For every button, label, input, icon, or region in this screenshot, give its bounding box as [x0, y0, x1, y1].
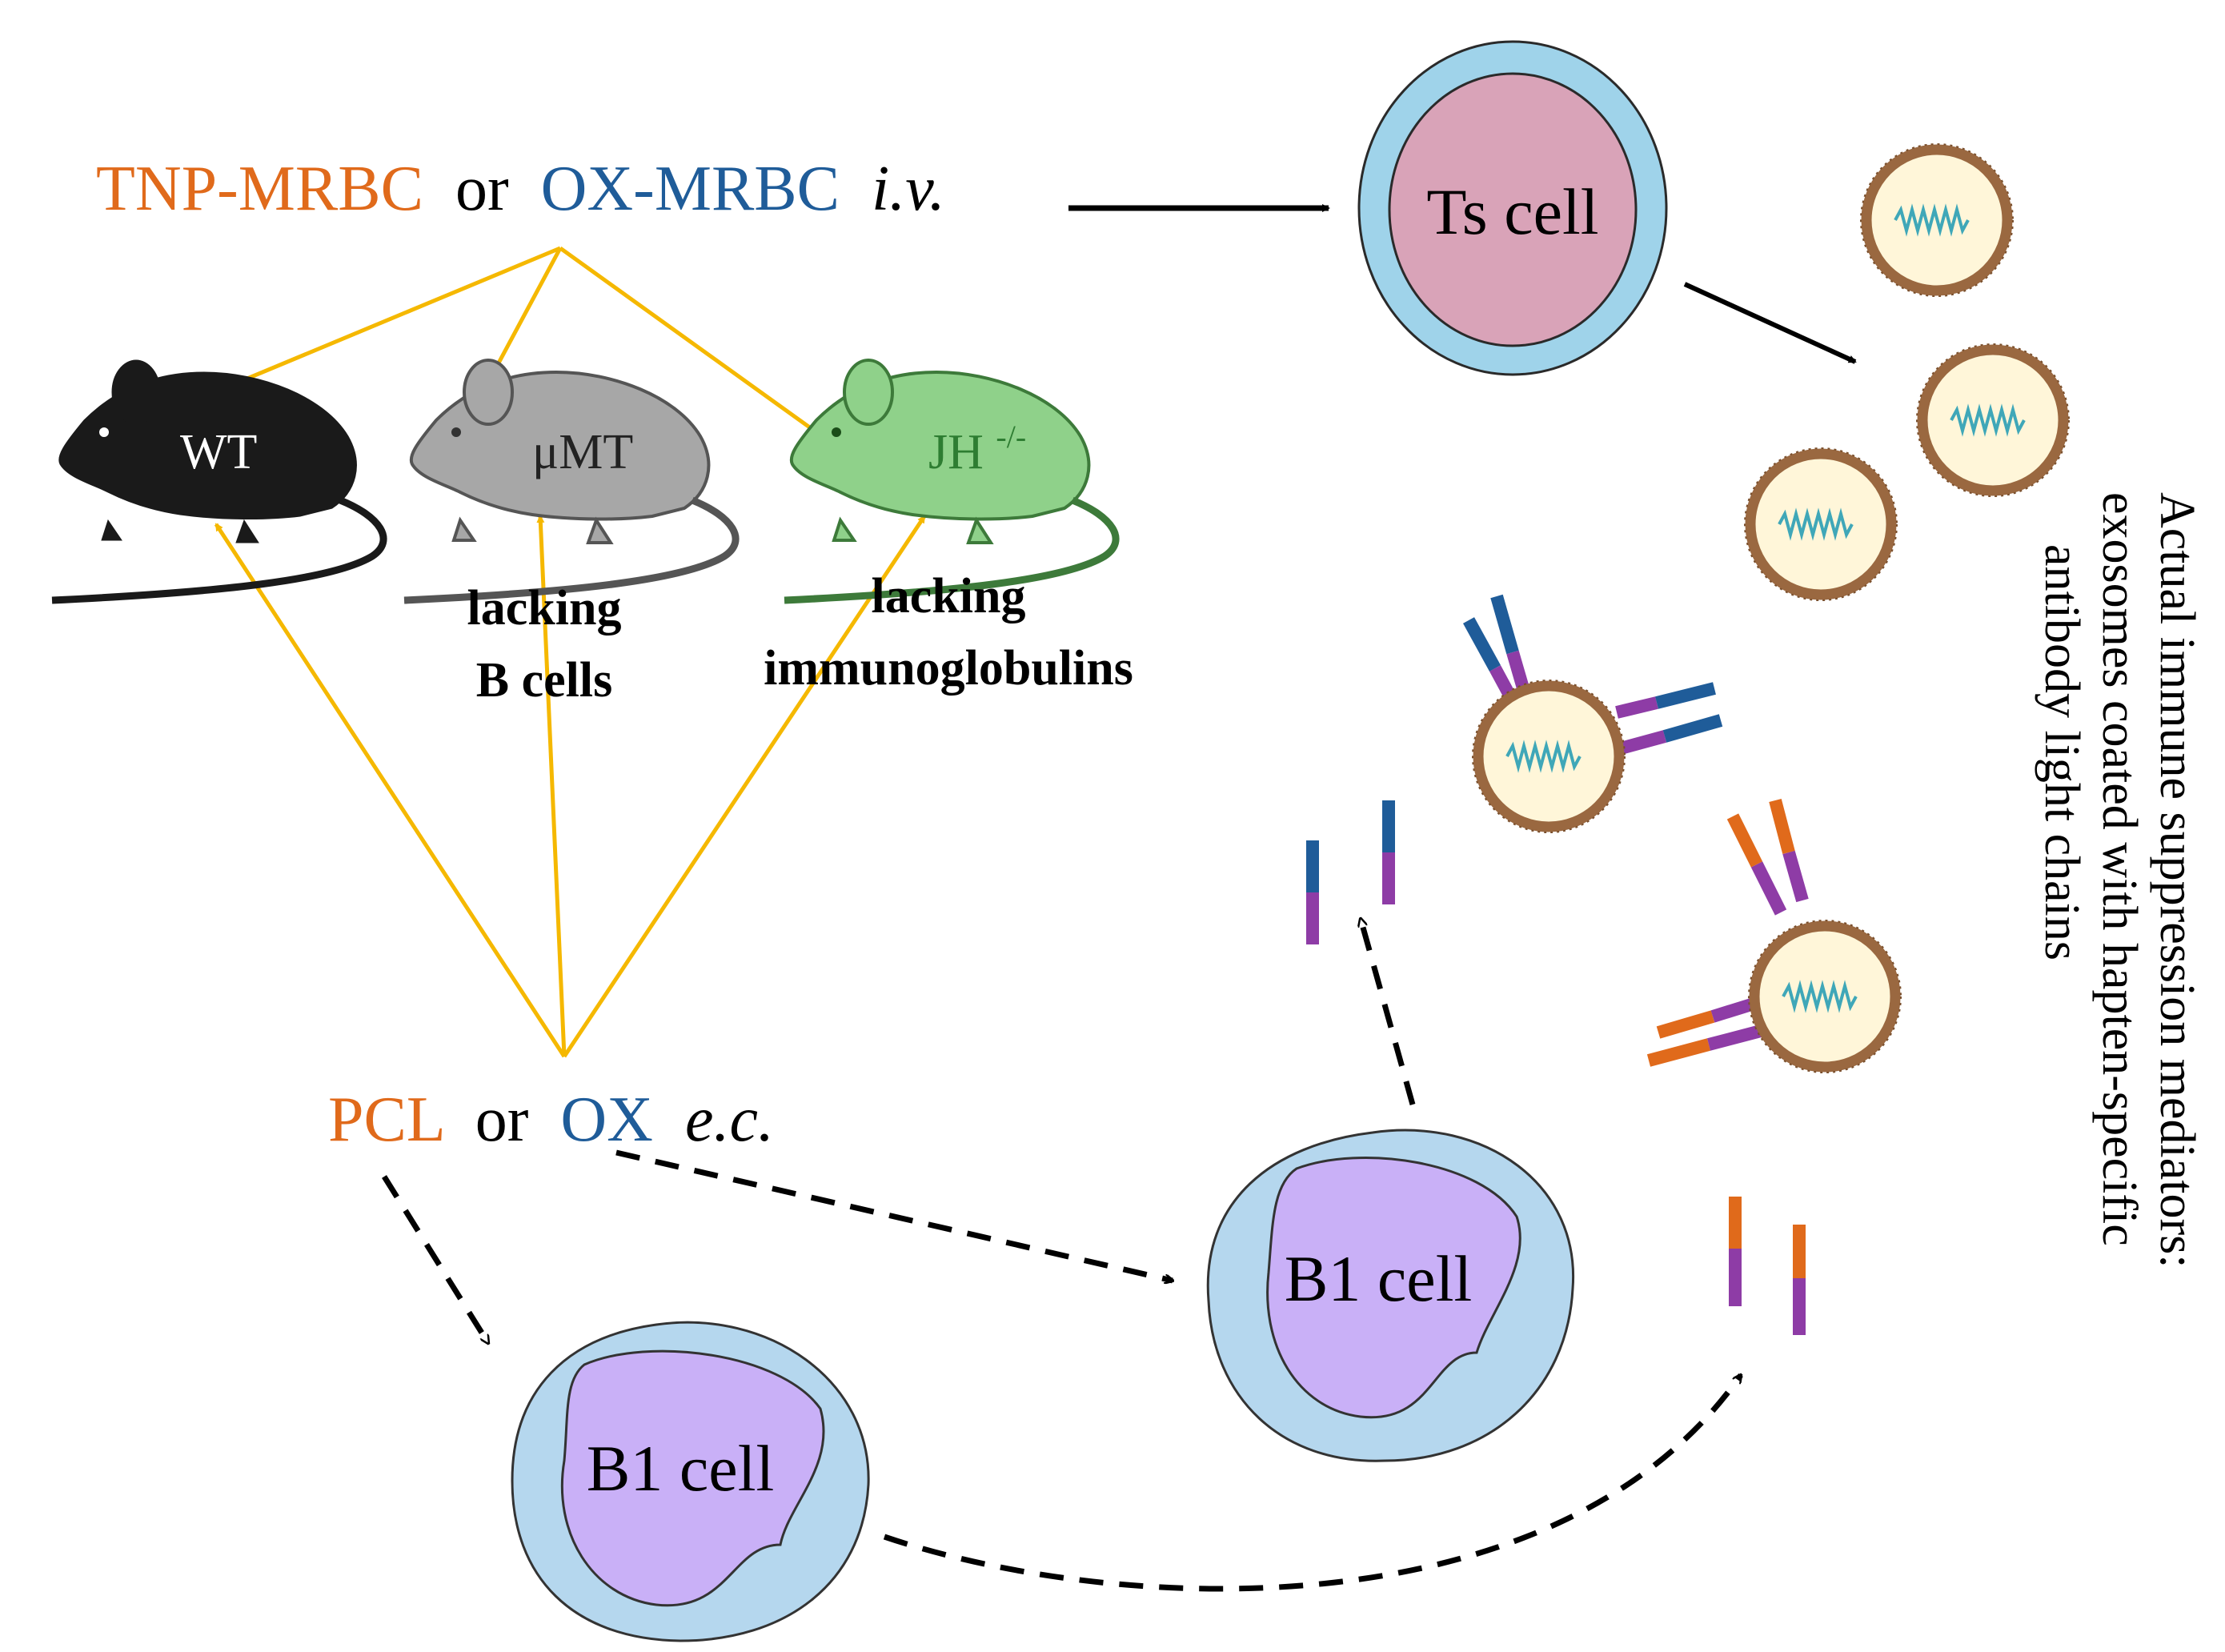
dashed-arrow-b1-left-to-light-chains — [883, 1375, 1743, 1592]
exosome-1 — [1861, 144, 2013, 296]
free-light-chains-orange — [1729, 1197, 1806, 1335]
exosome-icon — [1749, 920, 1901, 1073]
mouse-wt: WT — [52, 360, 383, 600]
mouse-jh-base: JH — [928, 425, 984, 479]
light-chains-blue-right — [1615, 682, 1723, 755]
jh-caption-2: immunoglobulins — [764, 641, 1133, 696]
exosome-icon — [1473, 680, 1625, 832]
mouse-umt-label: μMT — [532, 425, 633, 479]
light-chains-orange-top — [1726, 798, 1809, 916]
top-label: TNP-MRBC or OX-MRBC i.v. — [96, 154, 945, 224]
dashed-arrow-b1-to-light-chains — [1361, 919, 1416, 1105]
dashed-arrow-to-b1-right — [615, 1149, 1173, 1281]
top-route: i.v. — [872, 154, 945, 224]
ts-cell-label: Ts cell — [1426, 175, 1598, 248]
bottom-route: e.c. — [685, 1085, 774, 1155]
mouse-jh-sup: -/- — [996, 419, 1026, 455]
arrow-top-to-jh — [559, 246, 818, 435]
exosome-coated-orange — [1646, 798, 1901, 1073]
exosome-icon — [1861, 144, 2013, 296]
side-text-line-1: Actual immune suppression mediators: — [2150, 492, 2204, 1268]
exosome-2 — [1917, 344, 2069, 496]
side-annotation: Actual immune suppression mediators: exo… — [2035, 492, 2204, 1268]
mouse-jh-label: JH -/- — [928, 419, 1026, 479]
mouse-jh: JH -/- — [784, 360, 1116, 600]
bottom-label: PCL or OX e.c. — [328, 1085, 774, 1155]
free-light-chains-blue — [1306, 800, 1395, 944]
top-antigen-2: OX-MRBC — [541, 154, 840, 224]
top-antigen-1: TNP-MRBC — [96, 154, 423, 224]
jh-caption-1: lacking — [872, 569, 1026, 624]
bottom-or: or — [475, 1085, 529, 1155]
b1-cell-right: B1 cell — [1206, 1129, 1575, 1462]
b1-cell-right-label: B1 cell — [1285, 1242, 1473, 1315]
mouse-icon — [404, 360, 736, 600]
arrow-bottom-to-wt — [214, 523, 567, 1058]
dashed-arrow-to-b1-left — [382, 1175, 491, 1343]
exosome-icon — [1745, 448, 1897, 600]
umt-caption-1: lacking — [467, 581, 622, 636]
mouse-icon — [784, 360, 1116, 600]
arrow-bottom-to-umt — [536, 515, 567, 1057]
mouse-umt: μMT — [404, 360, 736, 600]
b1-cell-left-label: B1 cell — [587, 1432, 775, 1505]
side-text-line-3: antibody light chains — [2035, 544, 2089, 960]
bottom-antigen-1: PCL — [328, 1085, 443, 1155]
side-text-line-2: exosomes coated with hapten-specific — [2092, 492, 2147, 1246]
arrow-bottom-to-jh — [562, 515, 927, 1058]
light-chains-orange-left — [1646, 996, 1763, 1067]
top-or: or — [455, 154, 509, 224]
b1-cell-left: B1 cell — [511, 1321, 870, 1642]
mouse-icon — [52, 360, 383, 600]
exosome-3 — [1745, 448, 1897, 600]
dashed-arrows — [382, 919, 1743, 1592]
exosome-coated-blue — [1462, 594, 1723, 832]
exosome-icon — [1917, 344, 2069, 496]
umt-caption-2: B cells — [476, 653, 612, 708]
mouse-wt-label: WT — [180, 425, 257, 479]
bottom-antigen-2: OX — [560, 1085, 653, 1155]
arrow-ts-to-exosomes — [1683, 282, 1857, 364]
ts-cell: Ts cell — [1357, 40, 1668, 376]
